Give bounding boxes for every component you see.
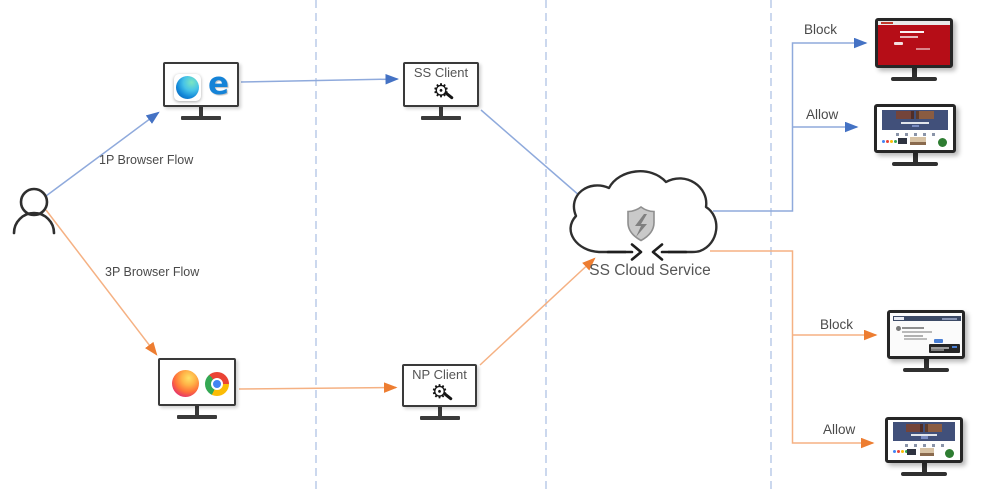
arrow-browser-to-np-client	[238, 382, 398, 393]
arrow-cloud-to-block-1p	[713, 37, 868, 212]
arrow-user-to-firefox-chrome	[45, 209, 158, 356]
label-1p-browser-flow: 1P Browser Flow	[99, 153, 194, 167]
label-block-3p: Block	[820, 317, 854, 332]
monitor-np-client: NP Client ⚙	[402, 364, 477, 420]
opposing-arrows-icon	[606, 243, 688, 261]
browser-header	[892, 315, 961, 322]
cloud-icon	[569, 170, 718, 261]
monitor-allow-page-1p	[874, 104, 956, 166]
block-toast-notification	[928, 344, 960, 354]
monitor-ss-client: SS Client ⚙	[403, 62, 479, 120]
monitor-3p-browsers	[158, 358, 236, 419]
shield-lightning-icon	[627, 206, 655, 242]
label-ss-client: SS Client	[413, 65, 469, 80]
label-allow-1p: Allow	[806, 107, 839, 122]
edge-legacy-icon: e	[208, 66, 230, 102]
website-hero	[882, 109, 948, 130]
arrow-cloud-to-allow-3p	[710, 250, 875, 449]
label-block-1p: Block	[804, 22, 838, 37]
website-hero	[893, 422, 955, 442]
person-icon	[12, 187, 56, 235]
smartscreen-block-page	[878, 25, 950, 65]
arrow-edge-to-ss-client	[240, 73, 399, 85]
gear-icon: ⚙	[430, 381, 449, 403]
label-np-client: NP Client	[412, 367, 467, 382]
monitor-block-page-1p	[875, 18, 953, 81]
arrow-ss-client-to-cloud	[480, 109, 597, 211]
firefox-icon	[172, 370, 199, 397]
label-ss-cloud-service: SS Cloud Service	[589, 262, 711, 279]
gear-icon: ⚙	[432, 80, 450, 102]
monitor-block-page-3p	[887, 310, 965, 372]
arrow-np-client-to-cloud	[479, 257, 596, 366]
monitor-1p-browsers: e	[163, 62, 239, 120]
microsoft-edge-icon	[174, 74, 201, 101]
label-3p-browser-flow: 3P Browser Flow	[105, 265, 200, 279]
chrome-icon	[205, 372, 229, 396]
label-allow-3p: Allow	[823, 422, 856, 437]
monitor-allow-page-3p	[885, 417, 963, 476]
